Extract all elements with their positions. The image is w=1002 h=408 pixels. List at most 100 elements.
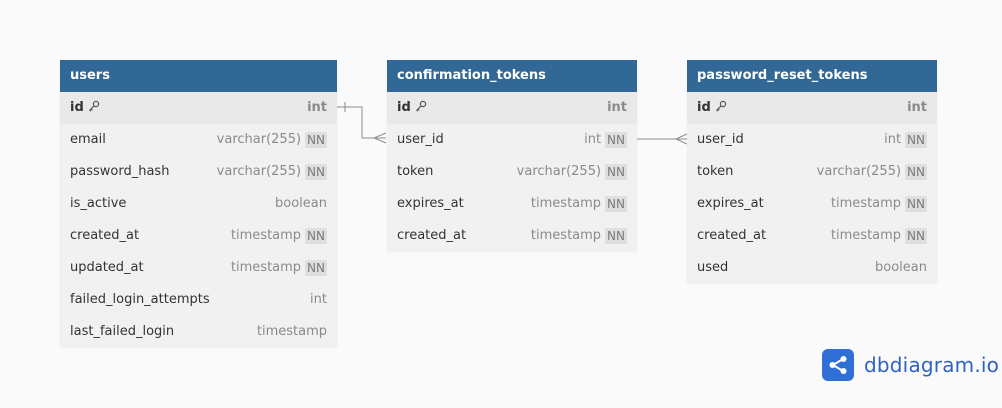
column-name: token bbox=[397, 156, 433, 188]
column-name-text: id bbox=[397, 100, 411, 115]
column-name-text: password_hash bbox=[70, 164, 170, 179]
brand-logo[interactable]: dbdiagram.io bbox=[822, 349, 999, 381]
column-type: int bbox=[307, 100, 327, 115]
relationship-users-confirmation-tokens bbox=[337, 102, 387, 144]
column-name: updated_at bbox=[70, 252, 144, 284]
not-null-badge: NN bbox=[305, 228, 327, 244]
column-name-text: user_id bbox=[397, 132, 444, 147]
column-name-text: created_at bbox=[70, 228, 140, 243]
column-name: expires_at bbox=[697, 188, 764, 220]
column-name-text: used bbox=[697, 260, 729, 275]
column-type: int bbox=[907, 100, 927, 115]
column-type-wrapper: int bbox=[907, 92, 927, 124]
column-row-token[interactable]: token varchar(255)NN bbox=[387, 156, 637, 188]
column-type: timestamp bbox=[230, 260, 302, 275]
column-name: id bbox=[397, 92, 427, 124]
column-type: varchar(255) bbox=[216, 164, 302, 179]
column-name: used bbox=[697, 252, 728, 284]
not-null-badge: NN bbox=[905, 164, 927, 180]
not-null-badge: NN bbox=[905, 132, 927, 148]
column-type: timestamp bbox=[830, 196, 902, 211]
column-name-text: token bbox=[397, 164, 434, 179]
column-row-is-active[interactable]: is_active boolean bbox=[60, 188, 337, 220]
column-type: timestamp bbox=[530, 196, 602, 211]
column-name-text: updated_at bbox=[70, 260, 144, 275]
column-name: email bbox=[70, 124, 106, 156]
column-name: is_active bbox=[70, 188, 126, 220]
column-row-last-failed-login[interactable]: last_failed_login timestamp bbox=[60, 316, 337, 348]
column-name-text: id bbox=[70, 100, 84, 115]
table-header[interactable]: confirmation_tokens bbox=[387, 60, 637, 92]
many-marker bbox=[372, 132, 387, 144]
column-name-text: id bbox=[697, 100, 711, 115]
key-icon bbox=[715, 93, 727, 112]
column-name: created_at bbox=[697, 220, 766, 252]
column-name-text: is_active bbox=[70, 196, 127, 211]
column-type: varchar(255) bbox=[516, 164, 602, 179]
column-type-wrapper: varchar(255)NN bbox=[517, 156, 627, 188]
many-marker bbox=[674, 133, 688, 145]
not-null-badge: NN bbox=[905, 196, 927, 212]
column-name-text: user_id bbox=[697, 132, 744, 147]
column-name-text: last_failed_login bbox=[70, 324, 175, 339]
column-type: int bbox=[310, 292, 327, 307]
column-name: user_id bbox=[397, 124, 444, 156]
column-type: timestamp bbox=[256, 324, 327, 339]
not-null-badge: NN bbox=[305, 164, 327, 180]
column-type: boolean bbox=[275, 196, 327, 211]
column-type-wrapper: varchar(255)NN bbox=[817, 156, 927, 188]
column-type: timestamp bbox=[230, 228, 302, 243]
column-name: created_at bbox=[397, 220, 466, 252]
column-type-wrapper: boolean bbox=[275, 188, 327, 220]
column-row-id[interactable]: id int bbox=[687, 92, 937, 124]
column-row-email[interactable]: email varchar(255)NN bbox=[60, 124, 337, 156]
column-type-wrapper: varchar(255)NN bbox=[217, 124, 327, 156]
column-type-wrapper: int bbox=[310, 284, 327, 316]
column-row-used[interactable]: used boolean bbox=[687, 252, 937, 284]
column-type: timestamp bbox=[830, 228, 902, 243]
column-type-wrapper: timestamp bbox=[257, 316, 327, 348]
column-name: token bbox=[697, 156, 733, 188]
column-row-password-hash[interactable]: password_hash varchar(255)NN bbox=[60, 156, 337, 188]
not-null-badge: NN bbox=[305, 132, 327, 148]
column-name-text: email bbox=[70, 132, 106, 147]
column-row-token[interactable]: token varchar(255)NN bbox=[687, 156, 937, 188]
column-name: id bbox=[697, 92, 727, 124]
column-row-id[interactable]: id int bbox=[387, 92, 637, 124]
column-type-wrapper: int bbox=[607, 92, 627, 124]
key-icon bbox=[415, 93, 427, 112]
not-null-badge: NN bbox=[605, 132, 627, 148]
column-type-wrapper: varchar(255)NN bbox=[217, 156, 327, 188]
column-name-text: expires_at bbox=[397, 196, 464, 211]
column-name: password_hash bbox=[70, 156, 169, 188]
column-row-id[interactable]: id int bbox=[60, 92, 337, 124]
column-name: user_id bbox=[697, 124, 744, 156]
table-header[interactable]: users bbox=[60, 60, 337, 92]
column-type: boolean bbox=[875, 260, 927, 275]
column-type: int bbox=[884, 132, 902, 147]
not-null-badge: NN bbox=[605, 196, 627, 212]
not-null-badge: NN bbox=[605, 164, 627, 180]
column-name: expires_at bbox=[397, 188, 464, 220]
table-header[interactable]: password_reset_tokens bbox=[687, 60, 937, 92]
brand-text: dbdiagram.io bbox=[864, 353, 1000, 377]
column-type: timestamp bbox=[530, 228, 602, 243]
